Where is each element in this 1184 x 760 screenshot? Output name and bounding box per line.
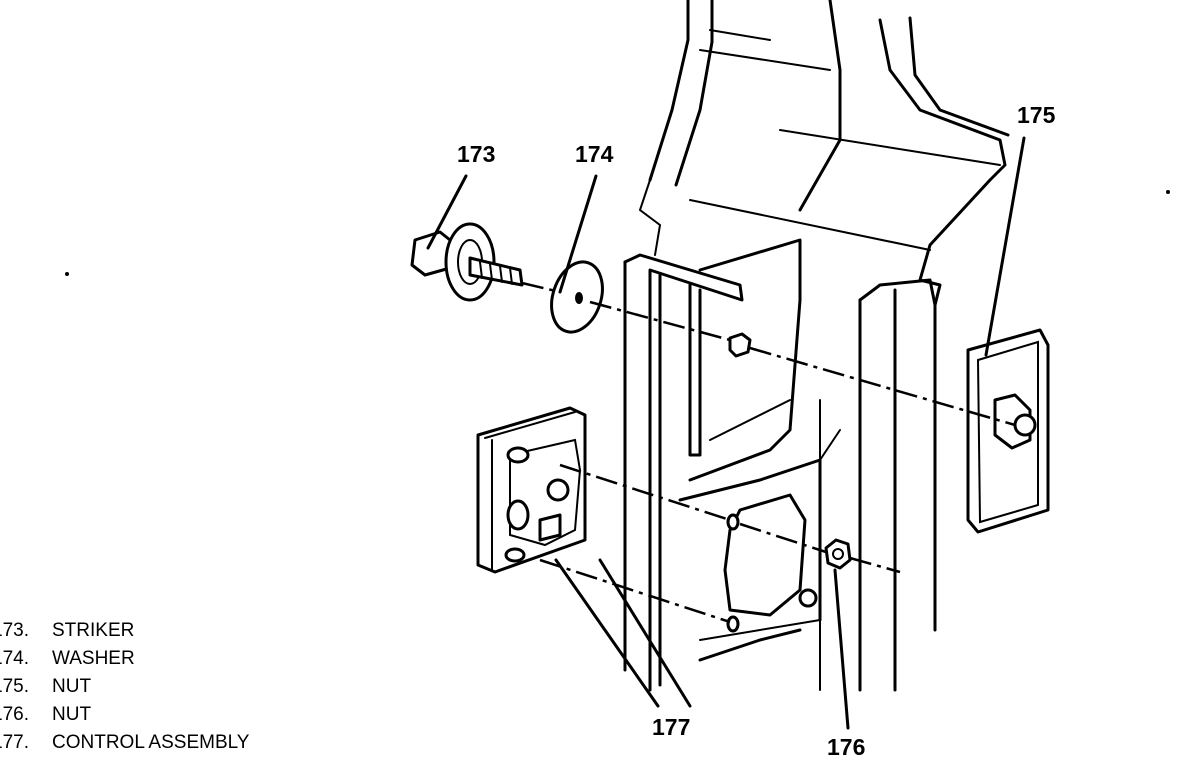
legend-number: 173. (0, 620, 29, 641)
legend-number: 177. (0, 732, 29, 753)
callout-173: 173 (457, 141, 496, 167)
legend-item-176: 176. NUT (0, 701, 249, 729)
door-pillar-frame (623, 0, 1010, 692)
legend-label: WASHER (52, 648, 135, 669)
control-assembly-177 (476, 406, 587, 574)
legend-number: 175. (0, 676, 29, 697)
legend-item-174: 174. WASHER (0, 645, 249, 673)
callout-176: 176 (827, 734, 866, 760)
leader-lines (426, 136, 1026, 730)
parts-legend: 173. STRIKER 174. WASHER 175. NUT 176. NUT 1… (0, 617, 249, 757)
callout-175: 175 (1017, 102, 1056, 128)
legend-number: 176. (0, 704, 29, 725)
stray-dot (1166, 190, 1170, 194)
nut-plate-175 (966, 328, 1050, 534)
legend-label: CONTROL ASSEMBLY (52, 732, 250, 753)
nut-176 (798, 538, 852, 608)
legend-number: 174. (0, 648, 29, 669)
legend-item-175: 175. NUT (0, 673, 249, 701)
stray-dot (65, 272, 69, 276)
alignment-lines (521, 281, 1016, 624)
legend-label: NUT (52, 704, 92, 725)
legend-label: STRIKER (52, 620, 135, 641)
legend-item-173: 173. STRIKER (0, 617, 249, 645)
callout-174: 174 (575, 141, 614, 167)
legend-label: NUT (52, 676, 92, 697)
callout-177: 177 (652, 714, 691, 740)
striker-173 (410, 222, 524, 302)
pillar-holes (726, 332, 752, 633)
legend-item-177: 177. CONTROL ASSEMBLY (0, 729, 249, 757)
washer-174 (550, 260, 604, 334)
